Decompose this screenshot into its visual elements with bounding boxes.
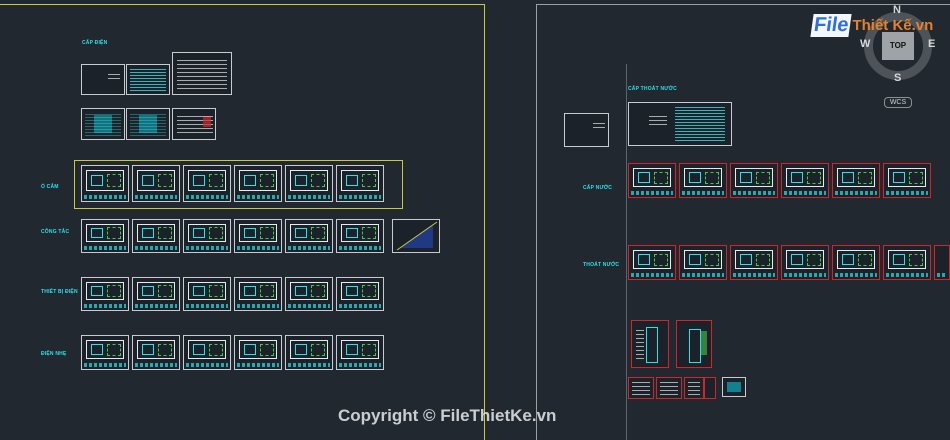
drawing-sheet[interactable] xyxy=(126,108,170,140)
brand-logo-text: Thiết Kế.vn xyxy=(852,16,934,34)
riser-diagram-sheet[interactable] xyxy=(676,320,712,368)
detail-sheet[interactable] xyxy=(656,377,682,399)
drawing-sheet[interactable] xyxy=(234,335,282,370)
drawing-sheet[interactable] xyxy=(132,165,180,202)
section-label-cap-dien: CẤP ĐIỆN xyxy=(82,40,108,46)
drawing-sheet[interactable] xyxy=(781,245,829,280)
viewcube-compass-ring[interactable] xyxy=(864,12,932,80)
drawing-sheet[interactable] xyxy=(183,219,231,253)
drawing-sheet[interactable] xyxy=(781,163,829,198)
drawing-sheet[interactable] xyxy=(832,245,880,280)
drawing-sheet[interactable] xyxy=(883,245,931,280)
drawing-sheet[interactable] xyxy=(81,335,129,370)
drawing-sheet[interactable] xyxy=(172,52,232,95)
drawing-sheet[interactable] xyxy=(132,219,180,253)
drawing-sheet[interactable] xyxy=(183,335,231,370)
row-label-o-cam: Ổ CẮM xyxy=(41,184,59,190)
layout-frame-line-left-top xyxy=(0,4,484,5)
detail-sheet[interactable] xyxy=(628,377,654,399)
row-label-dien-nhe: ĐIỆN NHẸ xyxy=(41,351,67,357)
diagonal-detail-icon xyxy=(396,221,438,251)
drawing-sheet[interactable] xyxy=(336,219,384,253)
drawing-sheet[interactable] xyxy=(679,245,727,280)
row-label-cong-tac: CÔNG TẮC xyxy=(41,229,70,235)
drawing-sheet[interactable] xyxy=(234,277,282,311)
drawing-sheet[interactable] xyxy=(234,165,282,202)
drawing-sheet[interactable] xyxy=(285,165,333,202)
drawing-sheet[interactable] xyxy=(132,277,180,311)
drawing-sheet[interactable] xyxy=(934,245,950,280)
drawing-sheet[interactable] xyxy=(832,163,880,198)
viewcube-top-face[interactable]: TOP xyxy=(882,32,914,60)
drawing-sheet[interactable] xyxy=(132,335,180,370)
drawing-sheet[interactable] xyxy=(81,277,129,311)
section-label-cap-thoat-nuoc: CẤP THOÁT NƯỚC xyxy=(628,86,677,92)
drawing-sheet[interactable] xyxy=(336,165,384,202)
compass-north[interactable]: N xyxy=(893,4,901,16)
selection-box xyxy=(74,160,403,209)
drawing-sheet[interactable] xyxy=(628,245,676,280)
drawing-sheet[interactable] xyxy=(183,165,231,202)
drawing-sheet[interactable] xyxy=(564,113,609,147)
drawing-sheet[interactable] xyxy=(81,165,129,202)
viewcube[interactable]: TOP N S W E xyxy=(860,4,940,94)
drawing-sheet[interactable] xyxy=(126,64,170,95)
drawing-sheet[interactable] xyxy=(81,64,125,95)
detail-sheet[interactable] xyxy=(722,377,746,397)
drawing-sheet[interactable] xyxy=(234,219,282,253)
drawing-sheet[interactable] xyxy=(172,108,216,140)
drawing-sheet[interactable] xyxy=(336,277,384,311)
detail-sheet[interactable] xyxy=(704,377,716,399)
drawing-sheet[interactable] xyxy=(285,277,333,311)
riser-diagram-sheet[interactable] xyxy=(631,320,669,368)
compass-south[interactable]: S xyxy=(894,72,902,84)
drawing-sheet[interactable] xyxy=(285,219,333,253)
detail-sheet[interactable] xyxy=(684,377,704,399)
copyright-watermark: Copyright © FileThietKe.vn xyxy=(338,406,557,425)
compass-east[interactable]: E xyxy=(928,38,936,50)
drawing-sheet[interactable] xyxy=(81,108,125,140)
drawing-sheet[interactable] xyxy=(81,219,129,253)
drawing-sheet[interactable] xyxy=(679,163,727,198)
wcs-menu-button[interactable]: WCS xyxy=(884,97,912,108)
drawing-sheet[interactable] xyxy=(628,163,676,198)
drawing-sheet[interactable] xyxy=(883,163,931,198)
drawing-sheet[interactable] xyxy=(285,335,333,370)
layout-frame-line-right-top xyxy=(536,4,950,5)
drawing-sheet[interactable] xyxy=(628,102,732,146)
brand-logo-file: File xyxy=(810,13,853,37)
layout-frame-line-right xyxy=(536,4,537,440)
layout-guide-line xyxy=(626,64,627,440)
drawing-sheet[interactable] xyxy=(336,335,384,370)
compass-west[interactable]: W xyxy=(860,38,871,50)
layout-frame-line-left xyxy=(484,4,485,440)
brand-logo: File Thiết Kế.vn xyxy=(810,10,934,40)
drawing-sheet-detail[interactable] xyxy=(392,219,440,253)
drawing-sheet[interactable] xyxy=(183,277,231,311)
drawing-sheet[interactable] xyxy=(730,163,778,198)
row-label-cap-nuoc: CẤP NƯỚC xyxy=(583,185,613,191)
row-label-thoat-nuoc: THOÁT NƯỚC xyxy=(583,262,620,268)
drawing-sheet[interactable] xyxy=(730,245,778,280)
row-label-thiet-bi-dien: THIẾT BỊ ĐIỆN xyxy=(41,289,78,295)
